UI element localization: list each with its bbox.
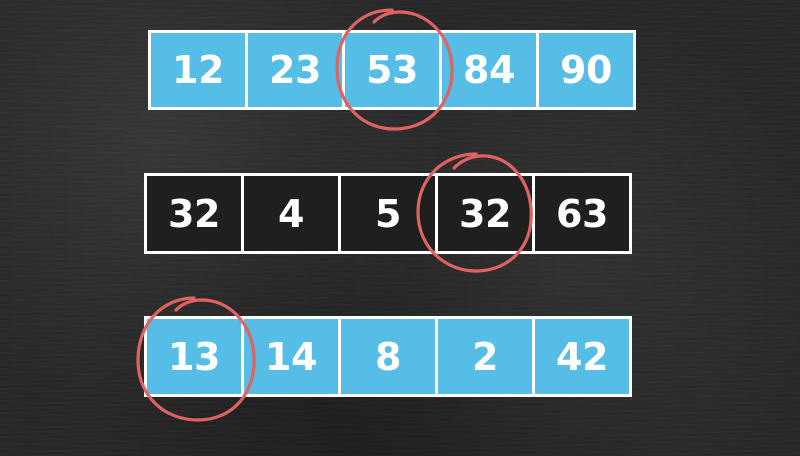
array-cell-highlighted: 53 xyxy=(345,33,442,107)
array-row-1: 12 23 53 84 90 xyxy=(148,30,636,110)
array-cell: 90 xyxy=(539,33,633,107)
array-cell: 2 xyxy=(438,319,535,394)
array-cell: 63 xyxy=(535,176,629,251)
array-cell: 5 xyxy=(341,176,438,251)
array-cell: 84 xyxy=(442,33,539,107)
array-cell: 8 xyxy=(341,319,438,394)
array-cell: 14 xyxy=(244,319,341,394)
array-cell: 32 xyxy=(147,176,244,251)
array-cell-highlighted: 13 xyxy=(147,319,244,394)
array-cell: 4 xyxy=(244,176,341,251)
array-row-2: 32 4 5 32 63 xyxy=(144,173,632,254)
array-cell: 12 xyxy=(151,33,248,107)
array-cell: 42 xyxy=(535,319,629,394)
array-cell: 23 xyxy=(248,33,345,107)
array-row-3: 13 14 8 2 42 xyxy=(144,316,632,397)
array-cell-highlighted: 32 xyxy=(438,176,535,251)
